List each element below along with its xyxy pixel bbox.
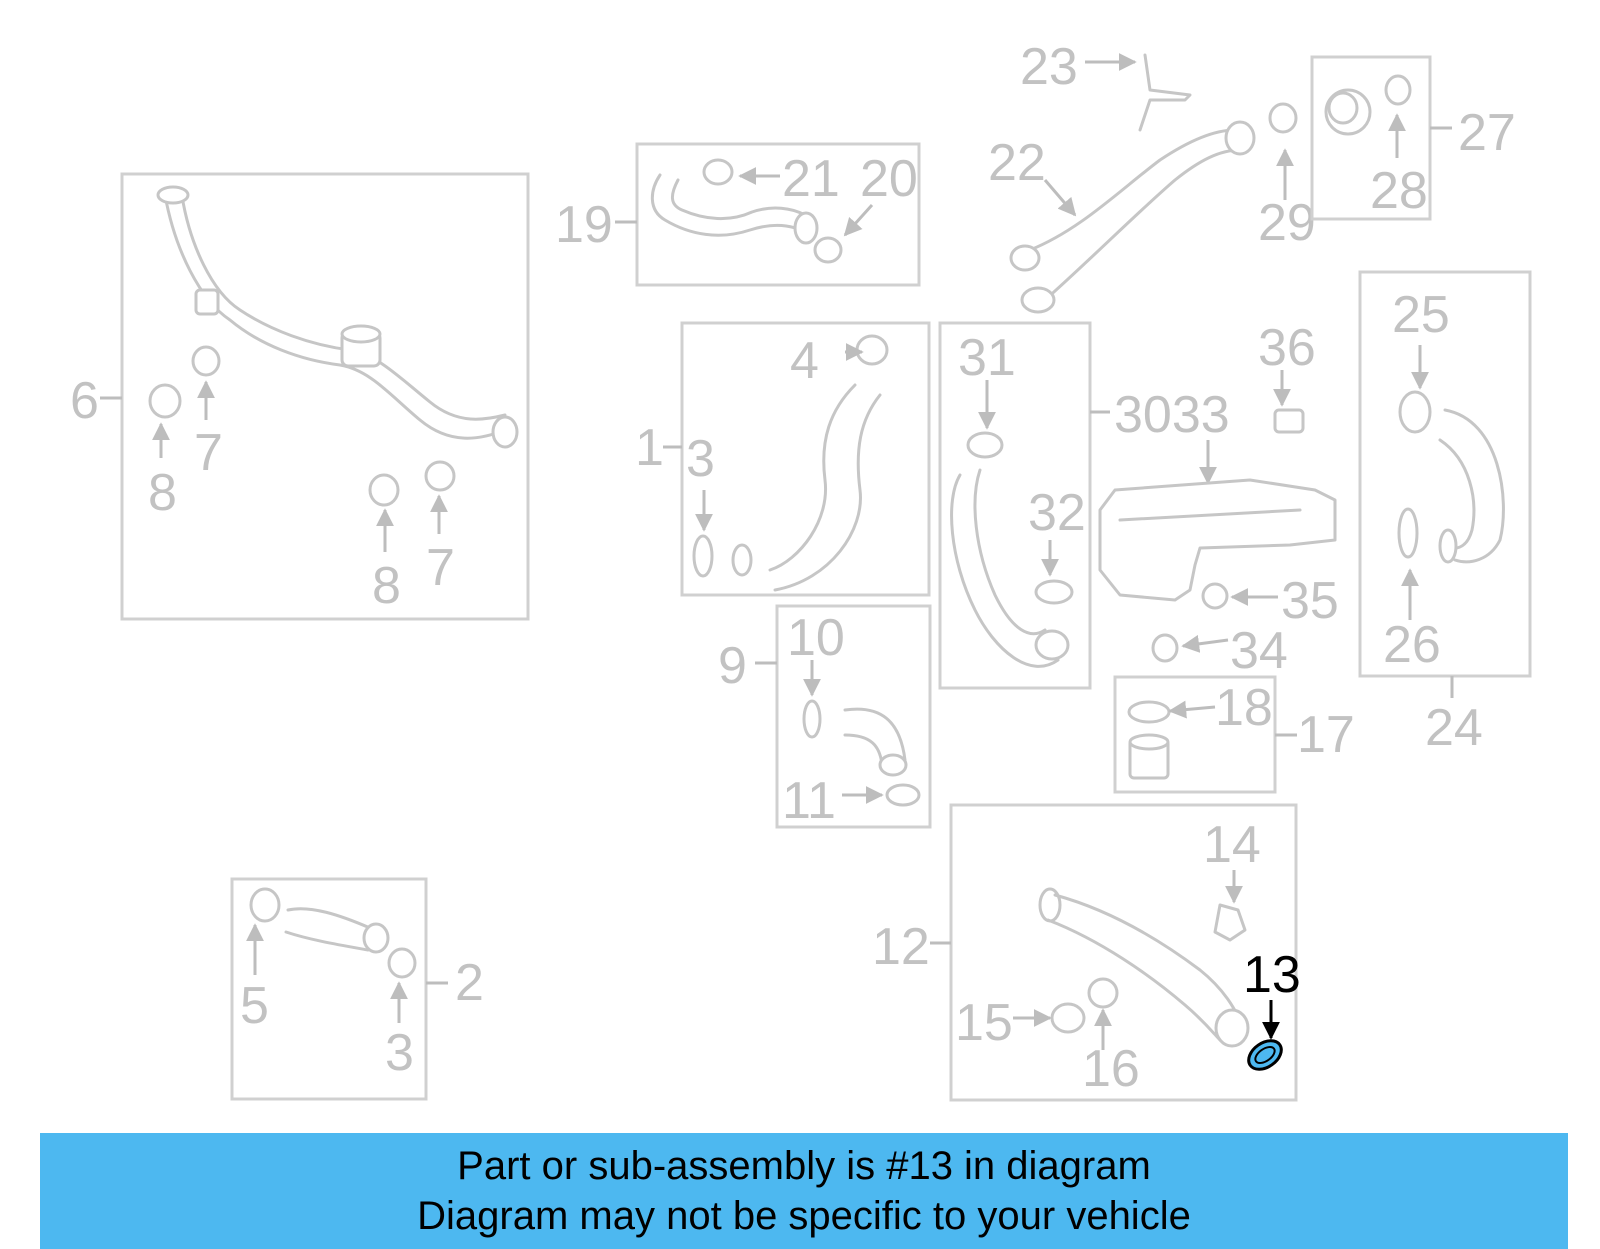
- label-19[interactable]: 19: [555, 196, 613, 254]
- label-28[interactable]: 28: [1370, 162, 1428, 220]
- label-3[interactable]: 3: [686, 430, 715, 488]
- label-16[interactable]: 16: [1082, 1040, 1140, 1098]
- group-9-hose-assembly[interactable]: 10 9 11: [718, 604, 932, 830]
- label-22[interactable]: 22: [988, 134, 1046, 192]
- label-7-b[interactable]: 7: [426, 539, 455, 597]
- label-21[interactable]: 21: [782, 150, 840, 208]
- label-12[interactable]: 12: [872, 918, 930, 976]
- group-30-hose-assembly[interactable]: 31 32: [938, 321, 1110, 690]
- label-4[interactable]: 4: [790, 332, 819, 390]
- banner-line-disclaimer: Diagram may not be specific to your vehi…: [417, 1194, 1191, 1238]
- label-3033[interactable]: 3033: [1114, 386, 1230, 444]
- info-banner: Part or sub-assembly is #13 in diagram D…: [40, 1133, 1568, 1249]
- label-7[interactable]: 7: [194, 424, 223, 482]
- label-14[interactable]: 14: [1203, 816, 1261, 874]
- label-24[interactable]: 24: [1425, 699, 1483, 757]
- label-27[interactable]: 27: [1458, 104, 1516, 162]
- label-11[interactable]: 11: [782, 772, 836, 830]
- label-35[interactable]: 35: [1281, 572, 1339, 630]
- label-15[interactable]: 15: [955, 994, 1013, 1052]
- label-29[interactable]: 29: [1258, 194, 1316, 252]
- highlighted-part-13[interactable]: 13: [1243, 946, 1301, 1075]
- group-12-pipe-assembly[interactable]: 14 12 15 16: [872, 803, 1298, 1102]
- group-2-hose-assembly[interactable]: 5 3 2: [230, 877, 484, 1101]
- group-17-sleeve[interactable]: 18 17: [1113, 675, 1355, 794]
- label-9[interactable]: 9: [718, 637, 747, 695]
- banner-line-part-number: Part or sub-assembly is #13 in diagram: [457, 1144, 1151, 1188]
- label-13[interactable]: 13: [1243, 946, 1301, 1004]
- label-8-b[interactable]: 8: [372, 557, 401, 615]
- label-32[interactable]: 32: [1028, 484, 1086, 542]
- label-23[interactable]: 23: [1020, 38, 1078, 96]
- label-5[interactable]: 5: [240, 977, 269, 1035]
- label-17[interactable]: 17: [1297, 706, 1355, 764]
- label-20[interactable]: 20: [860, 150, 918, 208]
- group-22-23-pipe[interactable]: 23 22 29: [988, 38, 1316, 314]
- label-10[interactable]: 10: [787, 609, 845, 667]
- group-19-hose-assembly[interactable]: 19 21 20: [555, 142, 921, 287]
- label-36[interactable]: 36: [1258, 319, 1316, 377]
- label-25[interactable]: 25: [1392, 286, 1450, 344]
- group-6-pipe-assembly[interactable]: 6 8 7 8 7: [70, 172, 530, 621]
- label-3-b[interactable]: 3: [385, 1024, 414, 1082]
- group-24-hose-assembly[interactable]: 25 26 24: [1358, 270, 1532, 757]
- group-33-intercooler-housing[interactable]: 3033 36 35 34: [1098, 319, 1339, 680]
- label-2[interactable]: 2: [455, 954, 484, 1012]
- label-34[interactable]: 34: [1230, 622, 1288, 680]
- label-26[interactable]: 26: [1383, 616, 1441, 674]
- label-18[interactable]: 18: [1215, 679, 1273, 737]
- label-1[interactable]: 1: [635, 419, 664, 477]
- label-8[interactable]: 8: [148, 464, 177, 522]
- o-ring-seal-13[interactable]: [1243, 1035, 1286, 1075]
- label-31[interactable]: 31: [958, 329, 1016, 387]
- label-6[interactable]: 6: [70, 372, 99, 430]
- group-1-hose-assembly[interactable]: 4 1 3: [635, 321, 931, 597]
- group-27-sleeve[interactable]: 28 27: [1310, 55, 1516, 221]
